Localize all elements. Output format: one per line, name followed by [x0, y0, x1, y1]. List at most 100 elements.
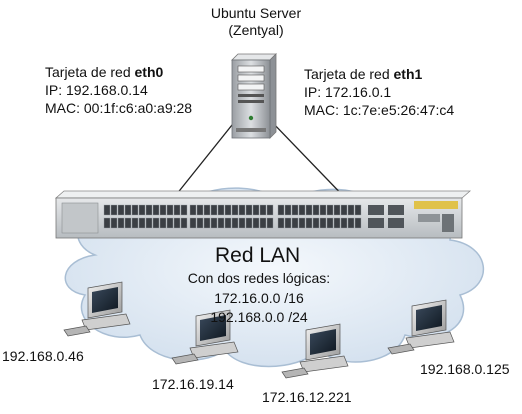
switch-port: [203, 204, 211, 216]
switch-port: [277, 204, 285, 216]
switch-port: [305, 204, 313, 216]
switch-port: [217, 204, 225, 216]
switch-port: [340, 217, 348, 229]
eth1-mac: MAC: 1c:7e:e5:26:47:c4: [304, 102, 455, 118]
eth1-iface: eth1: [393, 66, 423, 82]
client-ip-2: 172.16.19.14: [152, 376, 234, 392]
switch-port: [354, 204, 362, 216]
switch-port: [173, 204, 181, 216]
switch-port: [284, 204, 292, 216]
switch-port: [231, 204, 239, 216]
switch-icon: [54, 190, 472, 239]
server-software: (Zentyal): [228, 22, 284, 38]
switch-port: [189, 204, 197, 216]
switch-port: [117, 217, 125, 229]
switch-port: [110, 204, 118, 216]
switch-port: [266, 217, 274, 229]
switch-port: [124, 217, 132, 229]
switch-port: [110, 217, 118, 229]
switch-port: [180, 217, 188, 229]
switch-port: [145, 217, 153, 229]
eth0-label: Tarjeta de red eth0: [45, 64, 163, 81]
switch-port: [152, 217, 160, 229]
eth0-ip: IP: 192.168.0.14: [45, 82, 148, 98]
eth1-label: Tarjeta de red eth1: [304, 66, 422, 83]
switch-port: [298, 217, 306, 229]
switch-port: [159, 204, 167, 216]
client-pc-icon: [387, 299, 455, 355]
switch-port: [210, 204, 218, 216]
eth1-label-prefix: Tarjeta de red: [304, 66, 394, 82]
switch-port: [166, 204, 174, 216]
switch-port: [245, 217, 253, 229]
switch-port: [138, 204, 146, 216]
switch-port: [152, 204, 160, 216]
switch-port: [284, 217, 292, 229]
switch-port: [354, 217, 362, 229]
server-name: Ubuntu Server: [210, 5, 302, 21]
switch-port: [196, 204, 204, 216]
switch-port: [173, 217, 181, 229]
lan-title: Red LAN: [215, 244, 301, 267]
switch-uplink-port: [368, 205, 384, 215]
switch-port: [238, 217, 246, 229]
switch-port: [259, 204, 267, 216]
switch-port: [189, 217, 197, 229]
switch-port: [291, 204, 299, 216]
client-ip-3: 172.16.12.221: [262, 389, 352, 405]
switch-port: [347, 217, 355, 229]
eth0-mac: MAC: 00:1f:c6:a0:a9:28: [45, 100, 193, 116]
eth1-ip: IP: 172.16.0.1: [304, 84, 392, 100]
switch-port: [319, 217, 327, 229]
client-ip-1: 192.168.0.46: [2, 348, 84, 364]
client-pc-icon: [171, 309, 239, 365]
switch-port: [245, 204, 253, 216]
switch-port: [166, 217, 174, 229]
switch-port: [312, 204, 320, 216]
switch-port: [103, 217, 111, 229]
switch-port: [159, 217, 167, 229]
switch-port: [298, 204, 306, 216]
switch-port: [203, 217, 211, 229]
switch-port: [231, 217, 239, 229]
eth0-label-prefix: Tarjeta de red: [45, 64, 135, 80]
switch-port: [117, 204, 125, 216]
switch-port: [312, 217, 320, 229]
switch-port: [277, 217, 285, 229]
switch-port: [131, 204, 139, 216]
switch-port: [347, 204, 355, 216]
switch-port: [131, 217, 139, 229]
switch-port: [259, 217, 267, 229]
switch-port: [238, 204, 246, 216]
switch-port: [305, 217, 313, 229]
switch-port: [217, 217, 225, 229]
switch-port: [210, 217, 218, 229]
switch-port: [196, 217, 204, 229]
switch-port: [252, 204, 260, 216]
server-icon: [231, 53, 277, 139]
switch-port: [145, 204, 153, 216]
eth0-iface: eth0: [134, 64, 164, 80]
switch-port: [326, 217, 334, 229]
switch-port: [124, 204, 132, 216]
switch-port: [291, 217, 299, 229]
lan-subtitle: Con dos redes lógicas:: [187, 270, 331, 286]
switch-port: [138, 217, 146, 229]
switch-uplink-port: [388, 218, 404, 228]
switch-port: [266, 204, 274, 216]
switch-port: [180, 204, 188, 216]
lan-network-1: 172.16.0.0 /16: [214, 290, 304, 306]
client-pc-icon: [63, 281, 131, 337]
switch-uplink-port: [388, 205, 404, 215]
switch-port: [103, 204, 111, 216]
switch-port: [333, 204, 341, 216]
switch-port: [326, 204, 334, 216]
switch-port: [340, 204, 348, 216]
client-pc-icon: [281, 323, 349, 379]
switch-port: [319, 204, 327, 216]
switch-port: [252, 217, 260, 229]
switch-port: [224, 204, 232, 216]
switch-port: [333, 217, 341, 229]
